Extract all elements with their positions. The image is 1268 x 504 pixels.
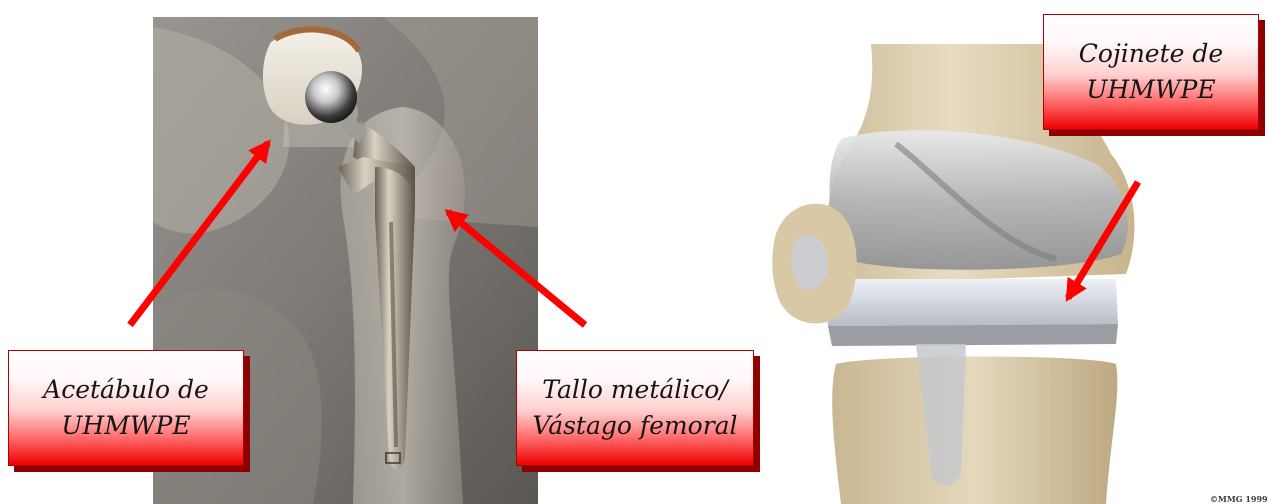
callout-tallo-text: Tallo metálico/ Vástago femoral [532,372,737,445]
callout-cojinete: Cojinete de UHMWPE [1043,14,1259,130]
callout-tallo: Tallo metálico/ Vástago femoral [516,350,754,466]
callout-acetabulo: Acetábulo de UHMWPE [8,350,244,466]
callout-acetabulo-text: Acetábulo de UHMWPE [43,372,209,445]
callout-cojinete-text: Cojinete de UHMWPE [1079,36,1223,109]
copyright-text: ©MMG 1999 [1210,494,1268,504]
